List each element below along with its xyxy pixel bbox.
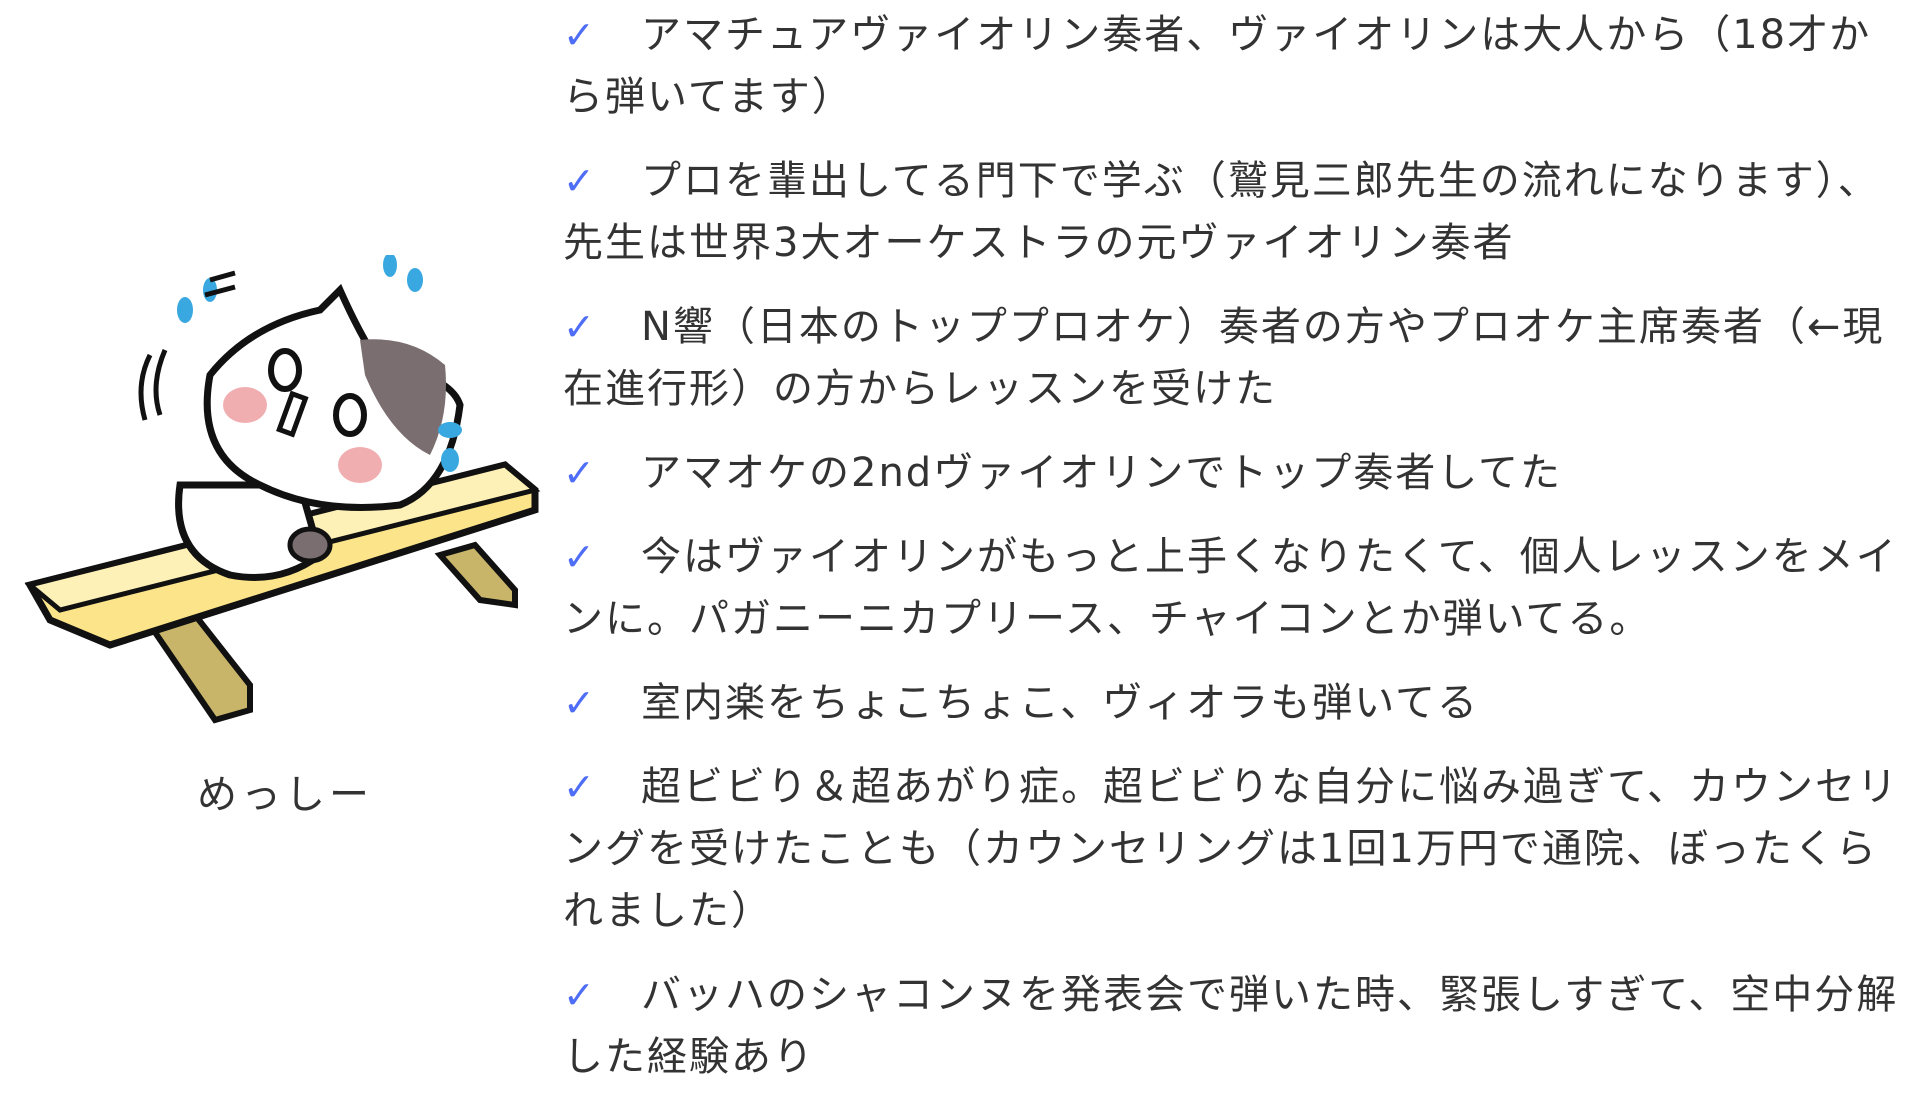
profile-panel: めっしー	[0, 0, 560, 1080]
checklist-item-text: プロを輩出してる門下で学ぶ（鷲見三郎先生の流れになります）、先生は世界3大オーケ…	[563, 158, 1880, 266]
check-icon: ✓	[563, 535, 597, 579]
checklist-item: ✓ 室内楽をちょこちょこ、ヴィオラも弾いてる	[563, 672, 1903, 734]
check-icon: ✓	[563, 159, 597, 203]
profile-checklist: ✓アマチュアヴァイオリン奏者、ヴァイオリンは大人から（18才から弾いてます） ✓…	[563, 4, 1903, 1110]
check-icon: ✓	[563, 765, 597, 809]
check-icon: ✓	[563, 451, 597, 495]
checklist-item-text: N響（日本のトッププロオケ）奏者の方やプロオケ主席奏者（←現在進行形）の方からレ…	[563, 304, 1885, 412]
checklist-item: ✓アマチュアヴァイオリン奏者、ヴァイオリンは大人から（18才から弾いてます）	[563, 4, 1903, 128]
check-icon: ✓	[563, 13, 597, 57]
checklist-item: ✓バッハのシャコンヌを発表会で弾いた時、緊張しすぎて、空中分解した経験あり	[563, 964, 1903, 1088]
checklist-item-text: 今はヴァイオリンがもっと上手くなりたくて、個人レッスンをメインに。パガニーニカプ…	[563, 534, 1898, 642]
checklist-item-text: 室内楽をちょこちょこ、ヴィオラも弾いてる	[641, 680, 1479, 726]
checklist-item-text: バッハのシャコンヌを発表会で弾いた時、緊張しすぎて、空中分解した経験あり	[563, 972, 1899, 1080]
profile-name: めっしー	[197, 772, 373, 818]
checklist-item-text: アマオケの2ndヴァイオリンでトップ奏者してた	[641, 450, 1562, 496]
cat-on-balance-beam-illustration	[24, 255, 541, 724]
check-icon: ✓	[563, 973, 597, 1017]
checklist-item: ✓ アマオケの2ndヴァイオリンでトップ奏者してた	[563, 442, 1903, 504]
check-icon: ✓	[563, 305, 597, 349]
checklist-item-text: アマチュアヴァイオリン奏者、ヴァイオリンは大人から（18才から弾いてます）	[563, 12, 1872, 120]
check-icon: ✓	[563, 681, 597, 725]
checklist-item-text: 超ビビり＆超あがり症。超ビビりな自分に悩み過ぎて、カウンセリングを受けたことも（…	[563, 764, 1899, 934]
checklist-item: ✓プロを輩出してる門下で学ぶ（鷲見三郎先生の流れになります）、先生は世界3大オー…	[563, 150, 1903, 274]
checklist-item: ✓今はヴァイオリンがもっと上手くなりたくて、個人レッスンをメインに。パガニーニカ…	[563, 526, 1903, 650]
checklist-item: ✓N響（日本のトッププロオケ）奏者の方やプロオケ主席奏者（←現在進行形）の方から…	[563, 296, 1903, 420]
checklist-item: ✓超ビビり＆超あがり症。超ビビりな自分に悩み過ぎて、カウンセリングを受けたことも…	[563, 756, 1903, 942]
